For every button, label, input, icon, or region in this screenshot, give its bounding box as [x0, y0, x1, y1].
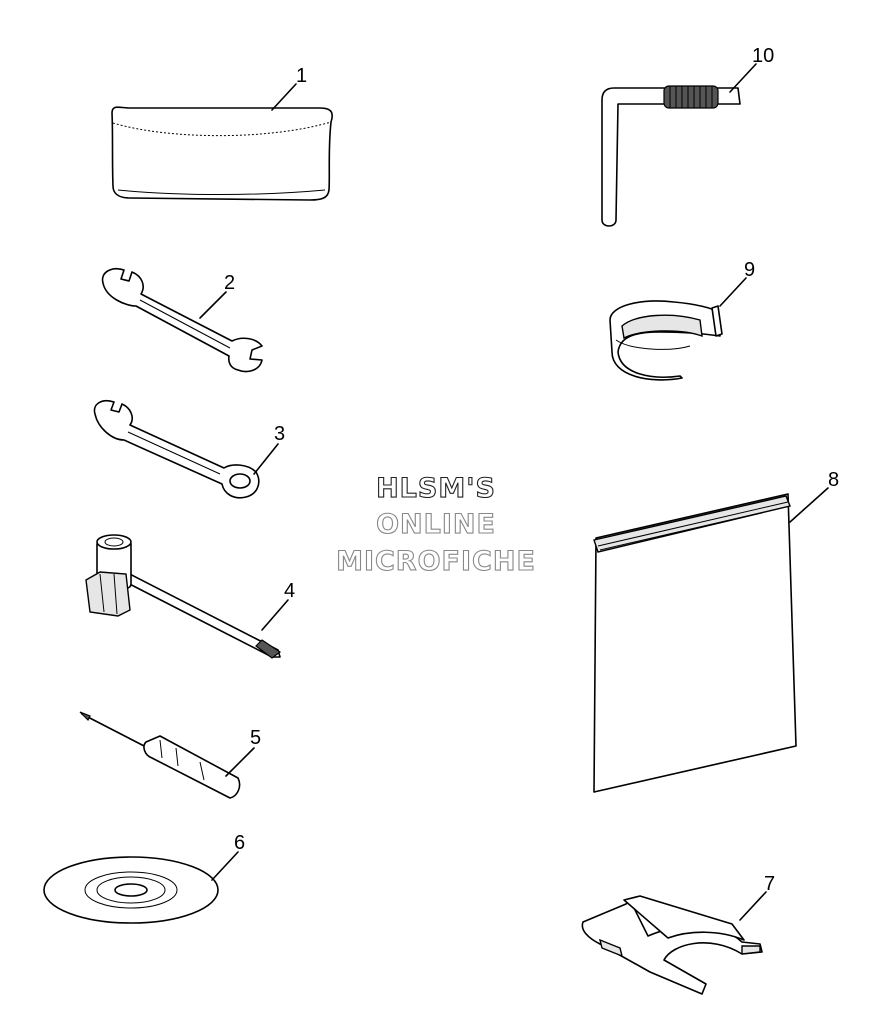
part-5-screwdriver[interactable]: 5	[79, 711, 261, 799]
hex-key-grip	[663, 85, 719, 109]
leader-7	[739, 891, 767, 921]
callout-3: 3	[274, 423, 285, 445]
callout-10: 10	[752, 45, 774, 67]
callout-4: 4	[284, 580, 295, 602]
callout-7: 7	[764, 873, 775, 895]
watermark-line-1: HLSM'S	[376, 473, 496, 504]
part-10-hex-key[interactable]: 10	[601, 45, 774, 227]
part-3-combination-wrench[interactable]: 3	[93, 399, 285, 499]
callout-8: 8	[828, 469, 839, 491]
callout-6: 6	[234, 832, 245, 854]
part-6-disc[interactable]: 6	[43, 832, 245, 924]
leader-6	[211, 851, 239, 881]
part-1-tool-pouch[interactable]: 1	[111, 65, 334, 201]
part-2-open-end-wrench[interactable]: 2	[101, 267, 263, 373]
leader-8	[789, 487, 829, 523]
part-7-spanner[interactable]: 7	[581, 873, 775, 995]
callout-5: 5	[250, 727, 261, 749]
leader-9	[719, 277, 747, 307]
callout-9: 9	[744, 259, 755, 281]
part-8-manual[interactable]: 8	[593, 469, 839, 793]
leader-1	[271, 83, 297, 111]
callout-2: 2	[224, 272, 235, 294]
callout-1: 1	[296, 65, 307, 87]
part-4-socket-wrench[interactable]: 4	[85, 534, 295, 659]
leader-4	[261, 599, 289, 631]
leader-3	[253, 443, 279, 475]
leader-5	[225, 747, 255, 777]
watermark-line-2: ONLINE	[376, 509, 496, 540]
watermark: HLSM'S ONLINE MICROFICHE	[336, 472, 536, 577]
watermark-line-3: MICROFICHE	[336, 546, 536, 577]
leader-2	[199, 291, 227, 319]
leader-10	[729, 63, 757, 93]
part-9-rolled-strap[interactable]: 9	[609, 259, 755, 381]
